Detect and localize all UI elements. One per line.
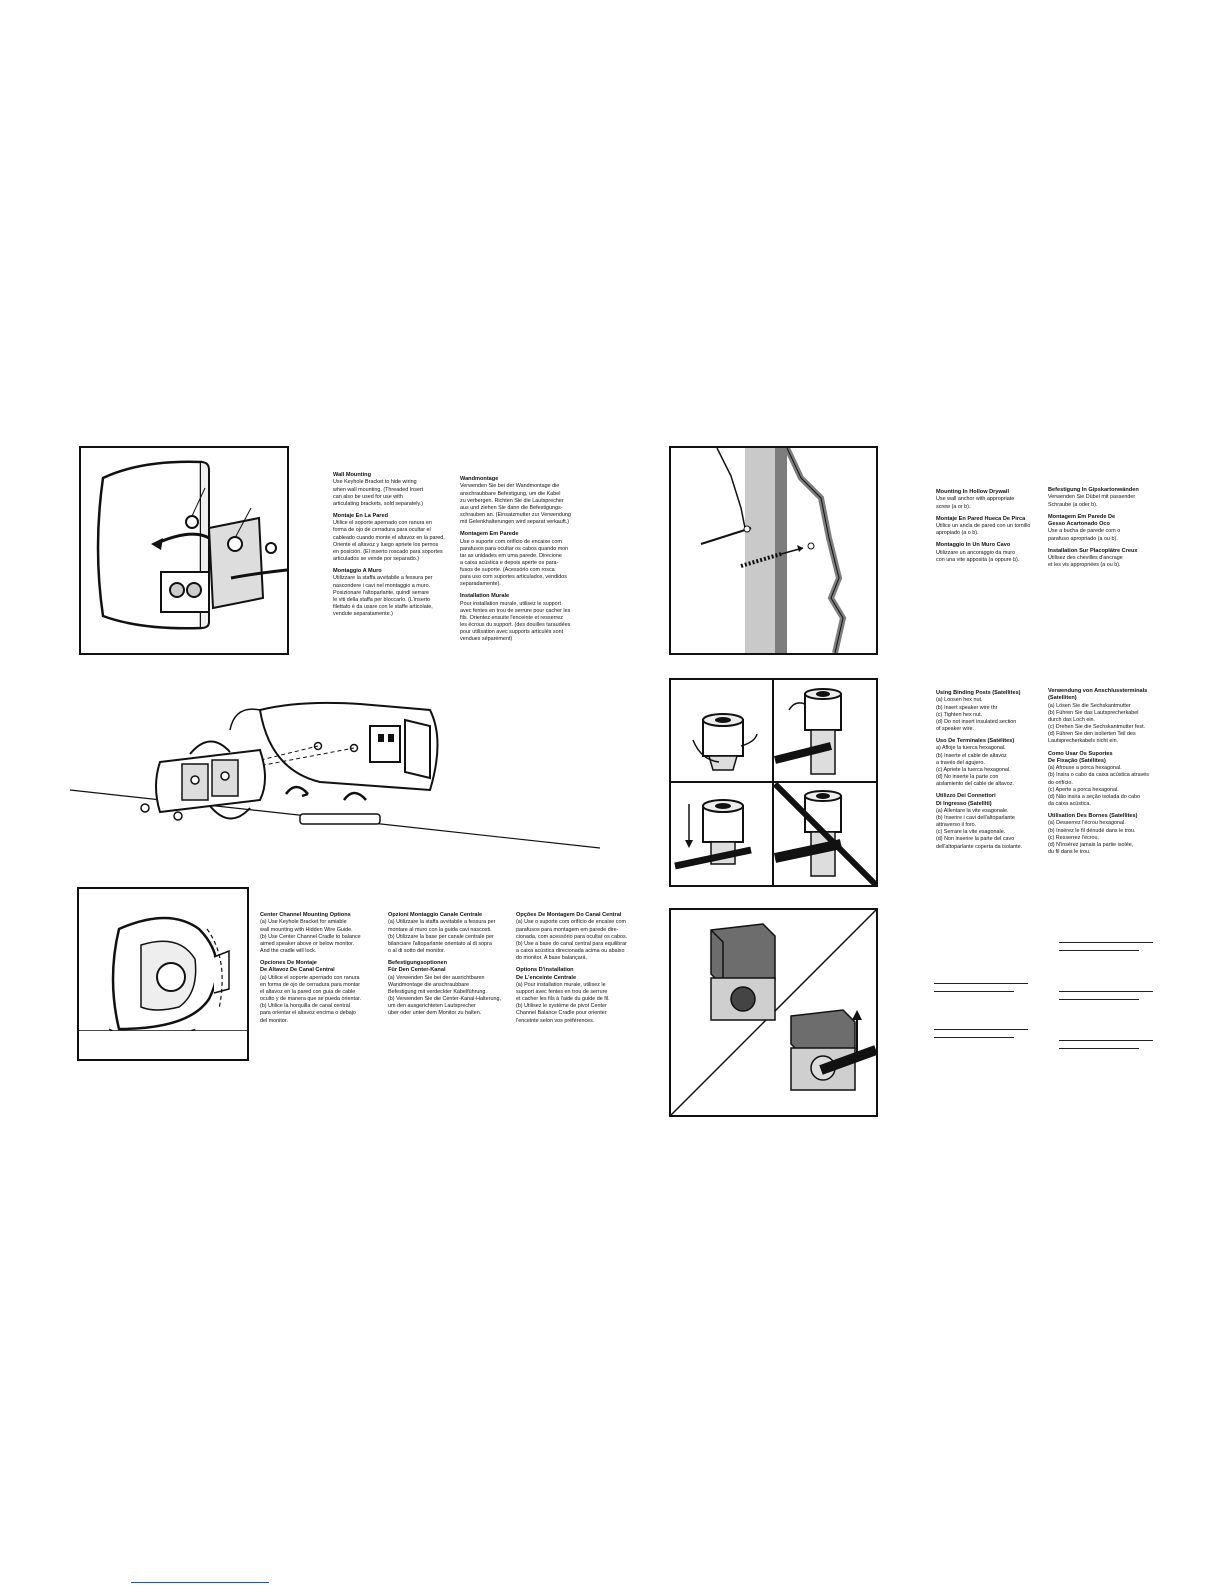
heading: Opciones De Montaje De Altavoz De Canal … — [260, 960, 335, 974]
paragraph: Utilice el soporte apernado con ranura e… — [333, 520, 445, 562]
heading: Wandmontage — [460, 476, 499, 482]
blank-text-line — [934, 1029, 1028, 1030]
heading: Befestigungsoptionen Für Den Center-Kana… — [388, 960, 448, 974]
paragraph: (a) Allentare la vite esagonale. (b) Ins… — [936, 807, 1023, 850]
heading: Wall Mounting — [333, 472, 372, 478]
heading: Installation Sur Placoplâtre Creux — [1048, 547, 1138, 554]
center-channel-cradle-illustration — [77, 887, 249, 1061]
heading: Options D'installation De L'enceinte Cen… — [516, 967, 577, 981]
paragraph: Utilizzare la staffa avvitabile a fessur… — [333, 575, 433, 617]
heading: Opzioni Montaggio Canale Centrale — [388, 912, 483, 918]
heading: Utilizzo Dei Connettori Di Ingresso (Sat… — [936, 793, 996, 807]
paragraph: (a) Afrouxe a porca hexagonal. (b) Insir… — [1048, 765, 1149, 807]
blank-text-line — [1059, 950, 1139, 951]
heading: Installation Murale — [460, 593, 510, 600]
paragraph: Use o suporte com orifício de encaixe co… — [460, 538, 569, 588]
paragraph: (a) Verwenden Sie bei der ausrichtbaren … — [388, 974, 501, 1017]
paragraph: (a) Utilizzare la staffa avvitabile a fe… — [388, 919, 496, 954]
footer-link-underline — [131, 1582, 269, 1583]
binding-posts-text-col1: Using Binding Posts (Satellites) (a) Loo… — [936, 690, 1048, 856]
heading: Montaje En La Pared — [333, 512, 389, 519]
paragraph: (a) Loosen hex nut. (b) Insert speaker w… — [936, 697, 1017, 732]
blank-text-line — [1059, 1048, 1139, 1049]
paragraph: Utilizzare un ancoraggio da muro con una… — [936, 549, 1020, 563]
paragraph: Pour installation murale, utilisez le su… — [460, 600, 571, 643]
drywall-text-col1: Mounting In Hollow Drywall Use wall anch… — [936, 489, 1048, 569]
binding-posts-text-col2: Verwendung von Anschlussterminals (Satel… — [1048, 688, 1170, 861]
paragraph: (a) Use o suporte com orifício de encaix… — [516, 919, 628, 961]
heading: Uso De Terminales (Satélites) — [936, 738, 1015, 744]
center-channel-text-col3: Opções De Montagem Do Canal Central (a) … — [516, 912, 638, 1030]
blank-text-line — [934, 991, 1014, 992]
paragraph: (a) Desserrez l'écrou hexagonal. (b) Ins… — [1048, 820, 1136, 855]
heading: Montagem Em Parede — [460, 531, 519, 538]
paragraph: (a) Pour installation murale, utilisez l… — [516, 981, 610, 1024]
paragraph: (a) Use Keyhole Bracket for amiable wall… — [260, 919, 361, 954]
drywall-illustration — [669, 446, 878, 655]
paragraph: a) Afloje la tuerca hexagonal. (b) Inser… — [936, 745, 1014, 787]
paragraph: Use Keyhole Bracket to hide wiring when … — [333, 479, 424, 507]
paragraph: Use wall anchor with appropriate screw (… — [936, 496, 1015, 510]
heading: Utilisation Des Bornes (Satellites) — [1048, 813, 1138, 819]
paragraph: Utilisez des chevilles d'ancrage et les … — [1048, 555, 1123, 569]
blank-text-line — [1059, 942, 1153, 943]
heading: Opções De Montagem Do Canal Central — [516, 912, 622, 918]
paragraph: (a) Lösen Sie die Sechskantmutter (b) Fü… — [1048, 702, 1146, 745]
center-channel-text-col2: Opzioni Montaggio Canale Centrale (a) Ut… — [388, 912, 510, 1023]
drywall-text-col2: Befestigung In Gipskartonwänden Verwende… — [1048, 487, 1168, 574]
blank-text-line — [1059, 999, 1139, 1000]
blank-text-line — [934, 1037, 1014, 1038]
heading: Como Usar Os Suportes De Fixação (Satéli… — [1048, 750, 1113, 764]
paragraph: Verwenden Sie bei der Wandmontage die an… — [460, 483, 571, 525]
heading: Using Binding Posts (Satellites) — [936, 690, 1021, 696]
heading: Mounting In Hollow Drywall — [936, 489, 1010, 495]
heading: Verwendung von Anschlussterminals (Satel… — [1048, 688, 1148, 702]
paragraph: Utilice un ancla de pared con un tornill… — [936, 523, 1031, 537]
heading: Montaggio A Muro — [333, 568, 382, 574]
heading: Montaggio In Un Muro Cavo — [936, 542, 1011, 549]
heading: Montagem Em Parede De Gesso Acartonado O… — [1048, 513, 1116, 527]
center-channel-text-col1: Center Channel Mounting Options (a) Use … — [260, 912, 372, 1030]
wall-mounting-text-col2: Wandmontage Verwenden Sie bei der Wandmo… — [460, 476, 584, 649]
paragraph: (a) Utilice el soporte apernado con ranu… — [260, 974, 361, 1024]
blank-text-line — [1059, 1040, 1153, 1041]
wall-mount-illustration — [79, 446, 289, 655]
binding-posts-illustration — [669, 678, 878, 887]
spring-clip-terminal-illustration — [669, 908, 878, 1117]
blank-text-line — [934, 983, 1028, 984]
blank-text-line — [1059, 991, 1153, 992]
paragraph: Use a bucha de parede com o parafuso apr… — [1048, 528, 1121, 542]
paragraph: Verwenden Sie Dübel mit passender Schrau… — [1048, 494, 1136, 508]
heading: Center Channel Mounting Options — [260, 912, 351, 918]
center-channel-bracket-illustration — [69, 690, 601, 850]
heading: Montaje En Pared Hueca De Pirca — [936, 515, 1026, 522]
heading: Befestigung In Gipskartonwänden — [1048, 487, 1139, 493]
wall-mounting-text-col1: Wall Mounting Use Keyhole Bracket to hid… — [333, 472, 455, 623]
